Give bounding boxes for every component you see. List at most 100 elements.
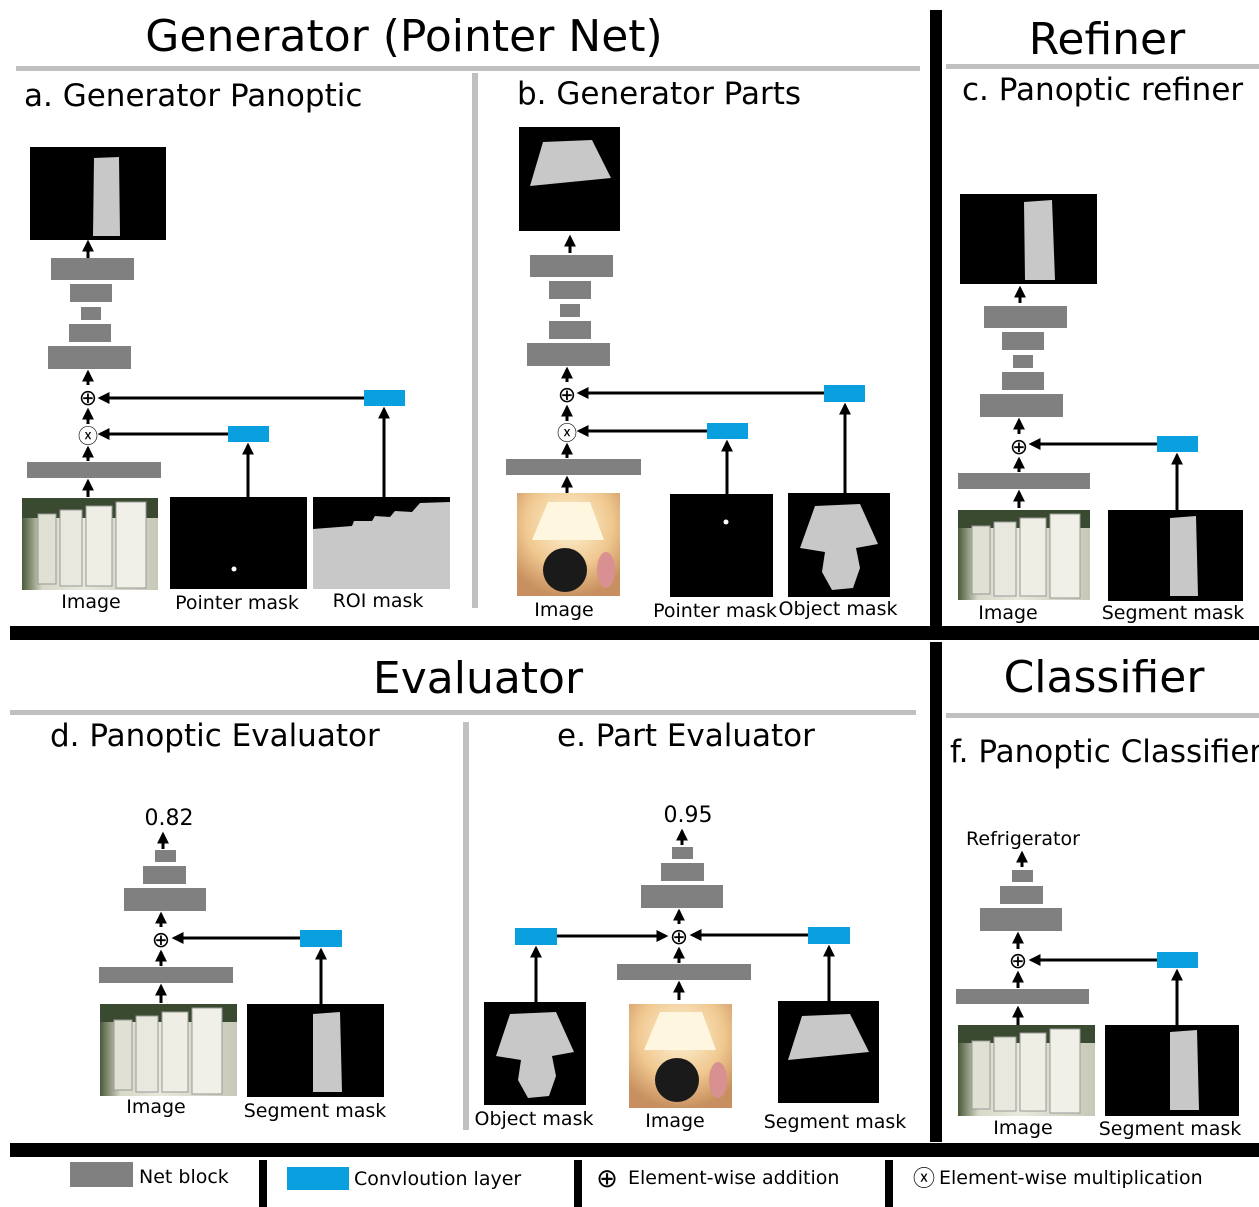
caption-segment-mask: Segment mask (1099, 1118, 1242, 1140)
net-block (1000, 886, 1043, 904)
divider-de (463, 722, 469, 1130)
score-output: 0.95 (664, 803, 713, 828)
section-title-refiner: Refiner (1029, 14, 1186, 65)
mult-symbol: ⓧ (78, 424, 98, 448)
section-title-generator: Generator (Pointer Net) (145, 11, 662, 62)
net-block (980, 394, 1063, 417)
mult-symbol: ⓧ (557, 421, 577, 445)
net-block (143, 866, 186, 884)
net-block (27, 462, 161, 478)
caption-roi-mask: ROI mask (333, 590, 424, 612)
image-fridges (22, 498, 158, 590)
net-block (958, 473, 1090, 489)
net-block (672, 847, 693, 859)
net-block (1013, 355, 1033, 368)
net-block (1002, 332, 1044, 350)
legend-conv-layer-swatch (287, 1167, 349, 1190)
net-block (48, 346, 131, 369)
conv-layer (228, 426, 269, 442)
pointer-mask (170, 497, 307, 589)
panel-f: Refrigerator ⊕ Image Segment mask (956, 828, 1241, 1140)
pointer-mask (670, 494, 773, 597)
add-symbol: ⊕ (79, 386, 97, 411)
net-block (956, 989, 1089, 1004)
net-block (641, 885, 723, 908)
image-lamp (629, 1004, 732, 1108)
net-block (1002, 372, 1044, 390)
panel-title-a: a. Generator Panoptic (24, 78, 362, 114)
caption-segment-mask: Segment mask (244, 1100, 387, 1122)
caption-image: Image (978, 602, 1038, 624)
output-mask-a-shape (93, 157, 120, 236)
legend-net-block-label: Net block (139, 1166, 229, 1188)
image-fridges (958, 1025, 1095, 1116)
image-lamp (517, 493, 620, 596)
net-block (51, 258, 134, 280)
legend: Net block Convloution layer ⊕ Element-wi… (70, 1160, 1203, 1207)
panel-title-e: e. Part Evaluator (557, 718, 815, 754)
net-block (1012, 870, 1033, 882)
image-fridges (958, 510, 1090, 600)
divider-horizontal-middle (10, 626, 1259, 640)
panel-d: 0.82 ⊕ Image Segment mask (99, 806, 386, 1122)
net-block (155, 850, 176, 862)
caption-image: Image (993, 1117, 1053, 1139)
divider-ab (472, 73, 478, 608)
underline-evaluator (10, 710, 916, 715)
caption-image: Image (645, 1110, 705, 1132)
caption-image: Image (126, 1096, 186, 1118)
score-output: 0.82 (145, 806, 194, 831)
legend-add-label: Element-wise addition (628, 1167, 839, 1189)
caption-segment-mask: Segment mask (1102, 602, 1245, 624)
panel-title-f: f. Panoptic Classifier (950, 734, 1259, 770)
panel-title-c: c. Panoptic refiner (962, 72, 1243, 108)
conv-layer (808, 927, 850, 944)
divider-vertical-bottom (930, 642, 942, 1142)
net-block (69, 324, 111, 342)
panel-e: 0.95 ⊕ Object mask Image Segment mask (475, 803, 907, 1133)
section-title-evaluator: Evaluator (373, 653, 584, 704)
caption-image: Image (61, 591, 121, 613)
net-block (530, 255, 613, 277)
net-block (661, 863, 704, 881)
panel-b: ⊕ ⓧ Image Pointer mask Object mask (506, 127, 897, 622)
legend-conv-layer-label: Convloution layer (354, 1168, 521, 1190)
net-block (617, 964, 751, 980)
conv-layer (824, 385, 865, 402)
panel-c: ⊕ Image Segment mask (958, 194, 1244, 624)
class-output: Refrigerator (966, 828, 1080, 850)
net-block (549, 321, 591, 339)
add-symbol: ⊕ (558, 383, 576, 408)
conv-layer (1157, 952, 1198, 968)
divider-horizontal-bottom (10, 1143, 1259, 1157)
caption-segment-mask: Segment mask (764, 1111, 907, 1133)
image-fridges (100, 1004, 237, 1096)
underline-generator (16, 66, 920, 71)
legend-net-block-swatch (70, 1162, 133, 1187)
panel-a: ⊕ ⓧ Image Pointer mask ROI mask (22, 147, 450, 614)
conv-layer (707, 423, 748, 439)
add-symbol: ⊕ (1009, 949, 1027, 974)
net-block (99, 967, 233, 983)
legend-add-icon: ⊕ (596, 1164, 618, 1194)
caption-object-mask: Object mask (779, 598, 898, 620)
net-block (124, 888, 206, 911)
caption-pointer-mask: Pointer mask (175, 592, 299, 614)
add-symbol: ⊕ (1010, 435, 1028, 460)
net-block (506, 459, 641, 475)
net-block (70, 284, 112, 302)
legend-mult-label: Element-wise multiplication (939, 1167, 1203, 1189)
legend-mult-icon: ⓧ (913, 1167, 935, 1192)
section-title-classifier: Classifier (1004, 652, 1206, 703)
net-block (549, 281, 591, 299)
net-block (984, 306, 1067, 328)
caption-image: Image (534, 599, 594, 621)
caption-object-mask: Object mask (475, 1108, 594, 1130)
add-symbol: ⊕ (152, 928, 170, 953)
panel-title-d: d. Panoptic Evaluator (50, 718, 380, 754)
net-block (560, 304, 580, 317)
caption-pointer-mask: Pointer mask (653, 600, 777, 622)
net-block (527, 343, 610, 366)
conv-layer (515, 928, 557, 945)
